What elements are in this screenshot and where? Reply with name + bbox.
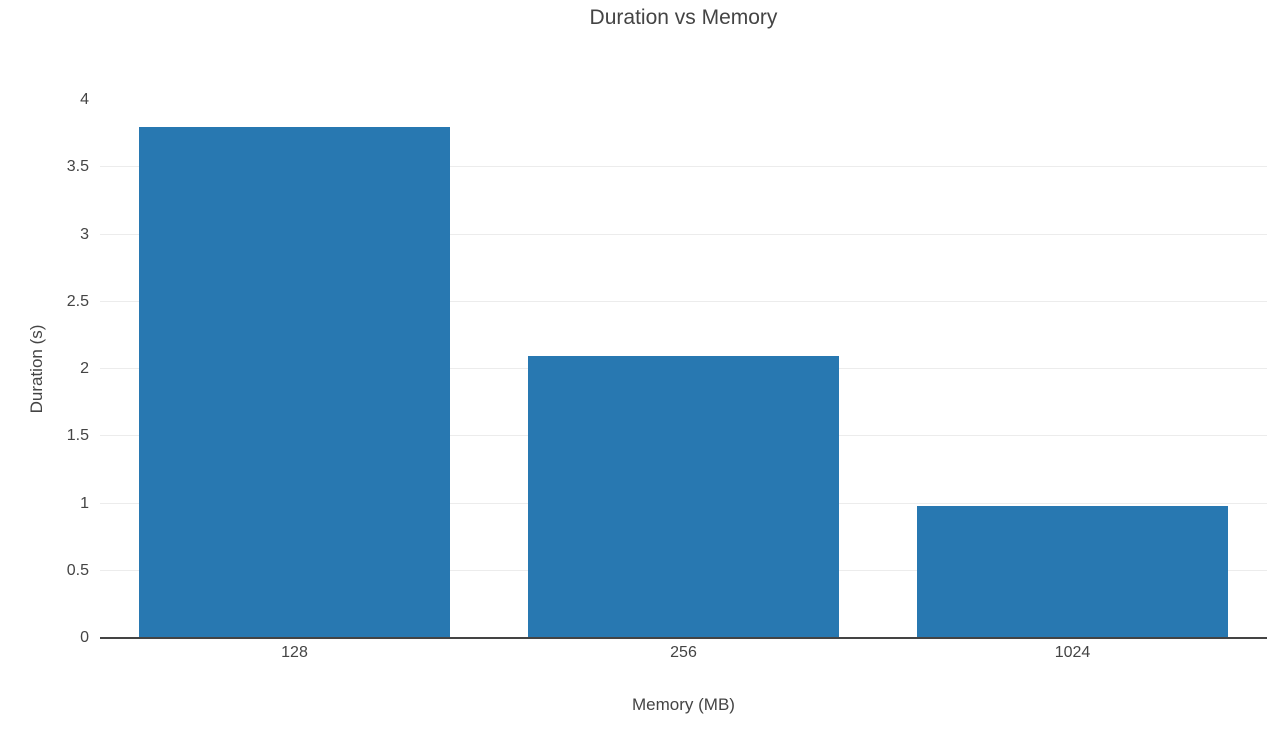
bars-row — [100, 100, 1267, 638]
y-tick-label: 0 — [80, 629, 89, 646]
y-axis-ticks: 0 0.5 1 1.5 2 2.5 3 3.5 4 — [0, 91, 94, 646]
plot-area — [100, 100, 1267, 639]
y-tick-label: 3.5 — [66, 158, 89, 176]
x-tick-label: 1024 — [1054, 644, 1091, 661]
y-tick-label: 1 — [80, 494, 89, 512]
gridline — [100, 166, 1267, 168]
y-tick-label: 0.5 — [66, 561, 89, 579]
gridline — [100, 233, 1267, 235]
bar-slot — [100, 100, 489, 638]
bar-256[interactable] — [527, 355, 840, 638]
x-axis-line — [100, 637, 1267, 639]
bar-slot — [878, 100, 1267, 638]
bar-1024[interactable] — [916, 506, 1229, 638]
x-tick-label: 256 — [670, 644, 697, 661]
x-axis-ticks: 128 256 1024 — [100, 640, 1267, 670]
y-tick-label: 2 — [80, 360, 89, 377]
x-tick-label: 128 — [281, 644, 308, 661]
bar-slot — [489, 100, 878, 638]
bar-128[interactable] — [138, 126, 451, 638]
y-tick-label: 1.5 — [66, 427, 89, 445]
y-tick-label: 2.5 — [66, 292, 89, 310]
gridline — [100, 300, 1267, 302]
chart-title: Duration vs Memory — [589, 6, 778, 29]
y-tick-label: 4 — [80, 91, 89, 108]
x-axis-title: Memory (MB) — [632, 695, 735, 714]
y-tick-label: 3 — [80, 225, 89, 243]
